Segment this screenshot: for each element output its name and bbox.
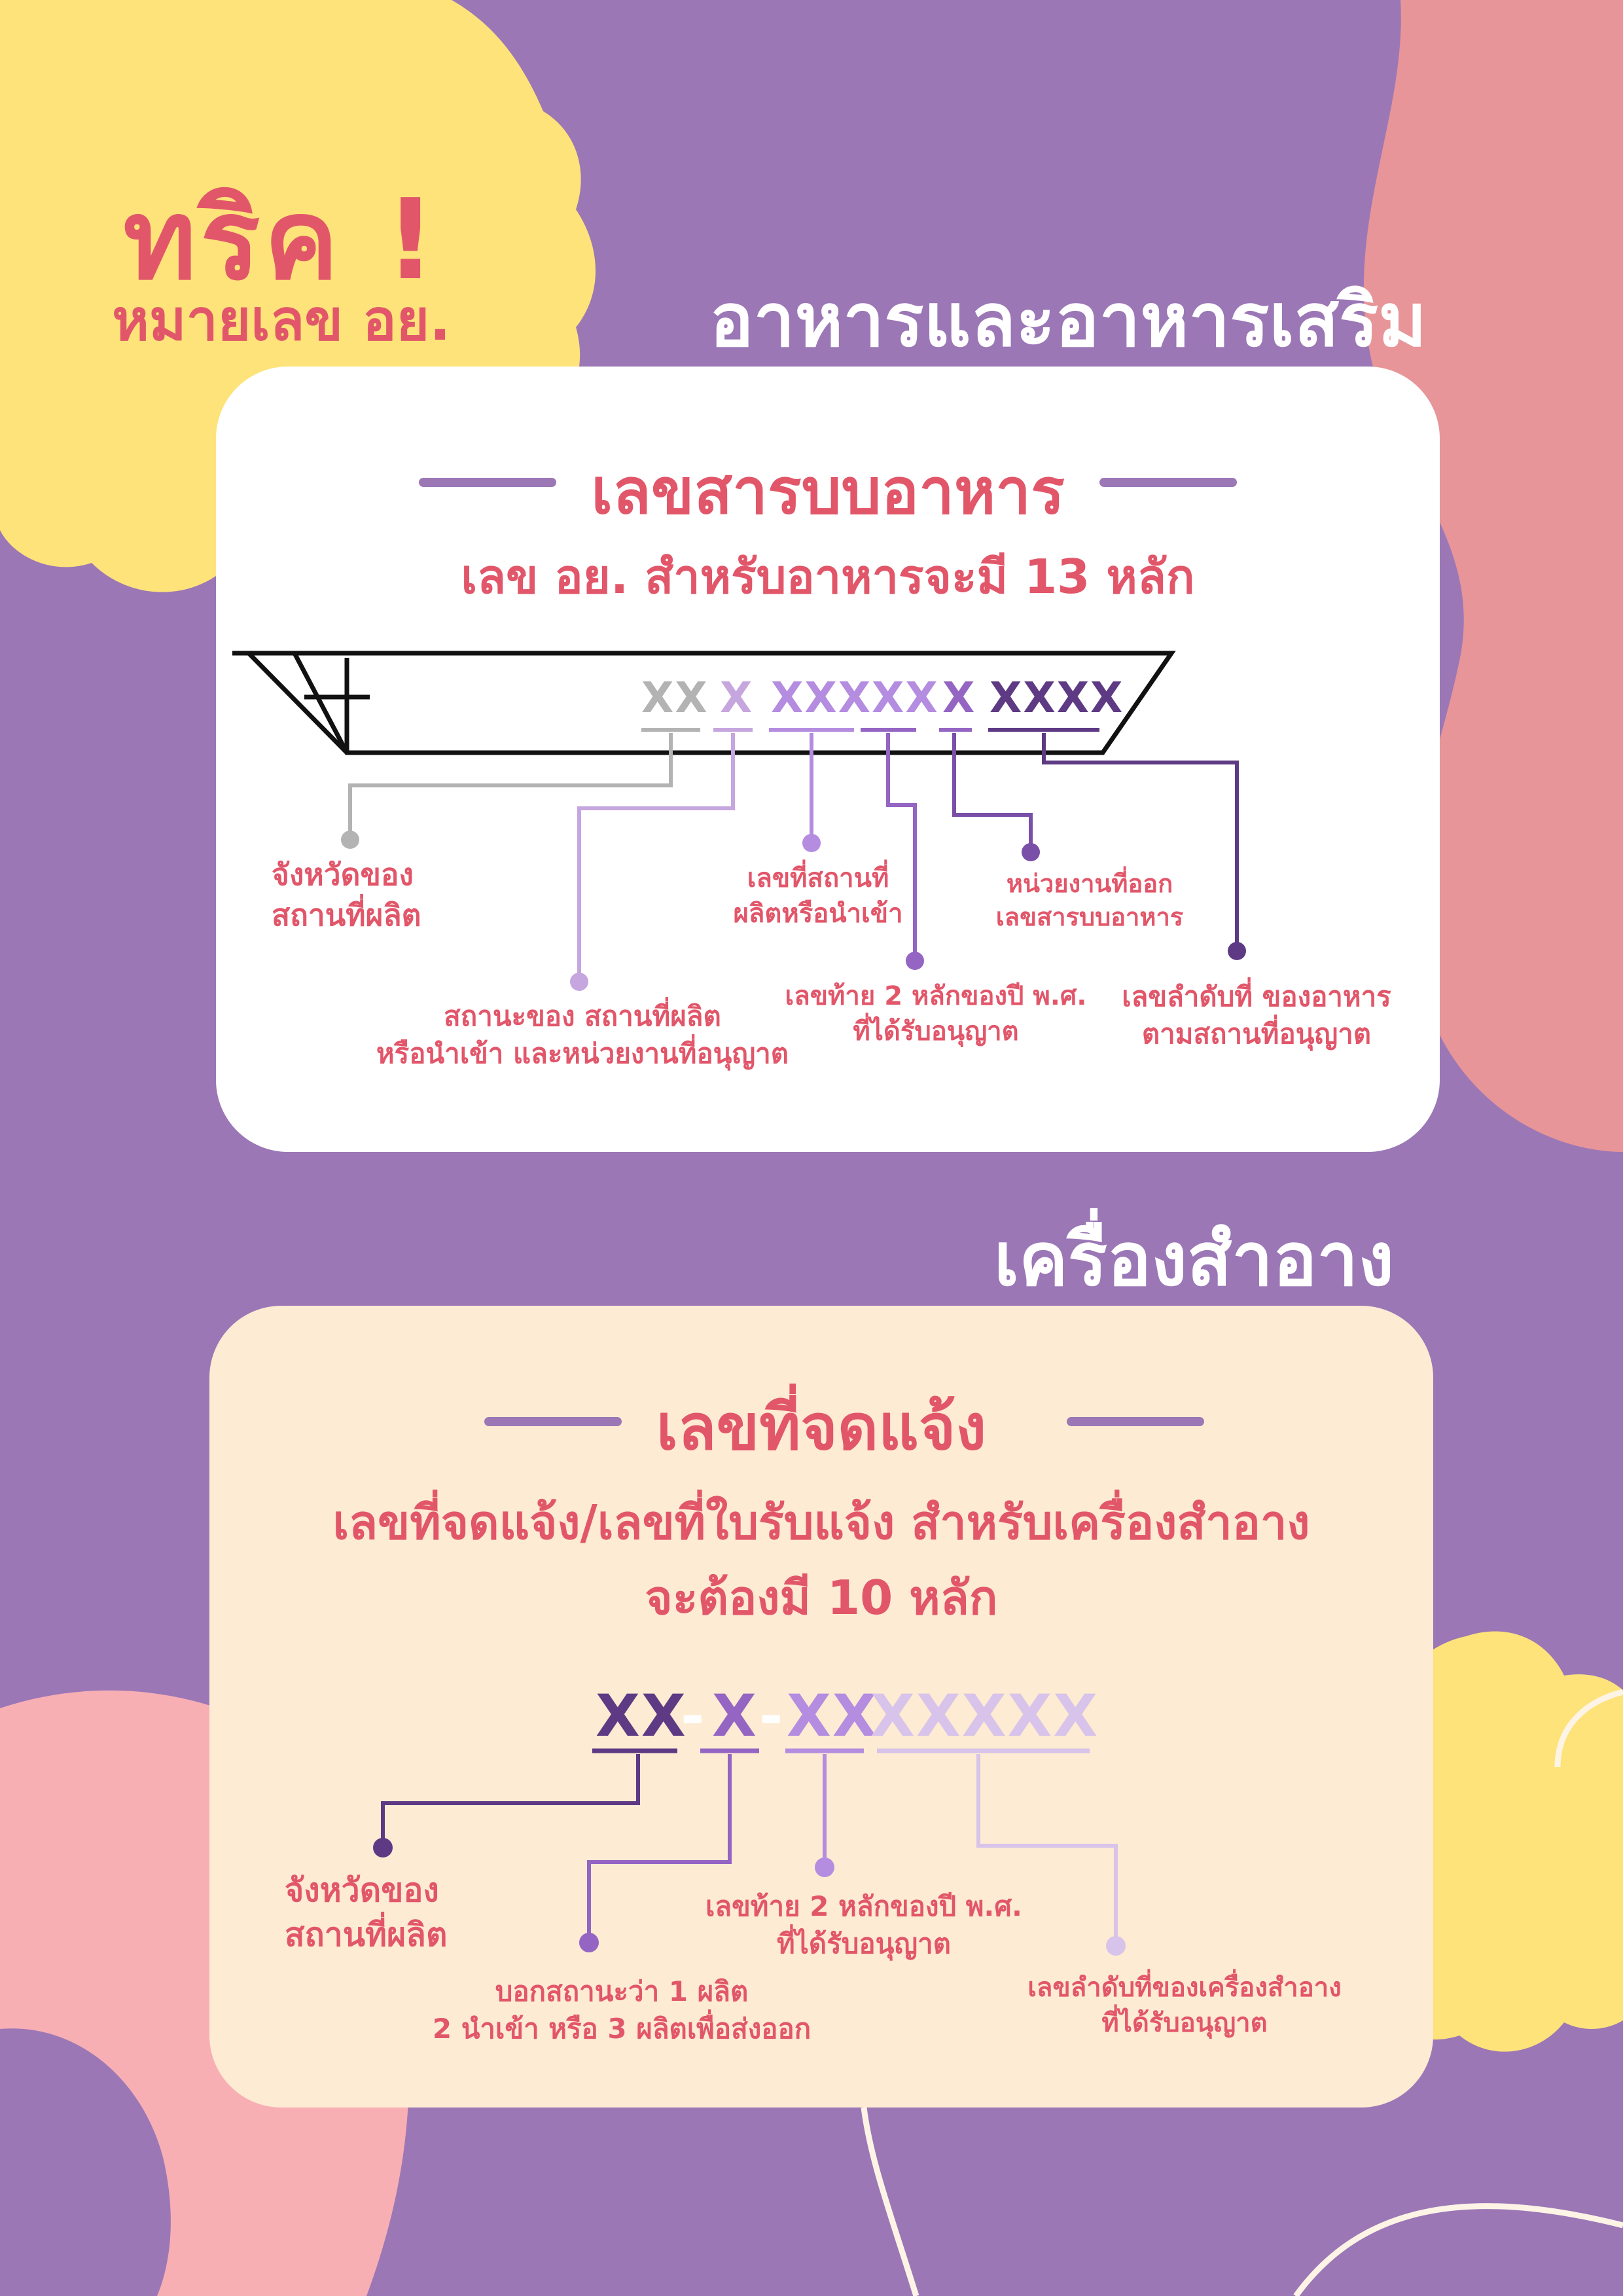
- cosmetic-code-diagram: [373, 1748, 1126, 1956]
- cos-code-year: XX: [787, 1682, 878, 1749]
- food-label-province: จังหวัดของ สถานที่ผลิต: [272, 857, 421, 933]
- cos-label-province: จังหวัดของ สถานที่ผลิต: [285, 1871, 448, 1954]
- food-label-year: เลขท้าย 2 หลักของปี พ.ศ. ที่ได้รับอนุญาต: [785, 981, 1087, 1047]
- food-label-status: สถานะของ สถานที่ผลิต หรือนำเข้า และหน่วย…: [376, 1000, 789, 1069]
- food-code-province: XX: [641, 674, 709, 723]
- food-section-heading: อาหารและอาหารเสริม: [709, 278, 1427, 363]
- title-rule-left: [419, 478, 556, 487]
- food-label-place-number: เลขที่สถานที่ ผลิตหรือนำเข้า: [733, 863, 903, 929]
- food-code-place: XXXXX: [771, 674, 939, 723]
- cos-code-dash-1: -: [681, 1682, 706, 1749]
- title-rule-right: [1067, 1417, 1204, 1426]
- cos-code-status: X: [712, 1682, 758, 1749]
- food-code-status: X: [720, 674, 754, 723]
- food-card: เลขสารบบอาหาร เลข อย. สำหรับอาหารจะมี 13…: [216, 367, 1440, 1152]
- food-card-subtitle: เลข อย. สำหรับอาหารจะมี 13 หลัก: [461, 549, 1195, 604]
- cosmetic-card-subtitle-line1: เลขที่จดแจ้ง/เลขที่ใบรับแจ้ง สำหรับเครื่…: [332, 1495, 1310, 1550]
- page-subtitle: หมายเลข อย.: [112, 288, 451, 353]
- food-code-sequence: XXXX: [990, 674, 1124, 723]
- fda-emblem-icon: [232, 651, 1176, 755]
- cosmetic-section-heading: เครื่องสำอาง: [993, 1217, 1394, 1302]
- cosmetic-card-title: เลขที่จดแจ้ง: [656, 1391, 987, 1464]
- cos-label-status: บอกสถานะว่า 1 ผลิต 2 นำเข้า หรือ 3 ผลิตเ…: [432, 1975, 812, 2045]
- food-code-agency: X: [942, 674, 976, 723]
- title-rule-left: [484, 1417, 622, 1426]
- title-rule-right: [1099, 478, 1237, 487]
- food-card-title: เลขสารบบอาหาร: [591, 455, 1065, 528]
- food-label-agency: หน่วยงานที่ออก เลขสารบบอาหาร: [995, 869, 1184, 932]
- cos-code-dash-2: -: [759, 1682, 785, 1749]
- cos-code-province: XX: [596, 1682, 687, 1749]
- food-label-sequence: เลขลำดับที่ ของอาหาร ตามสถานที่อนุญาต: [1122, 980, 1391, 1050]
- food-code-diagram: [232, 651, 1246, 991]
- cosmetic-card-subtitle-line2: จะต้องมี 10 หลัก: [645, 1570, 998, 1625]
- cos-label-sequence: เลขลำดับที่ของเครื่องสำอาง ที่ได้รับอนุญ…: [1027, 1973, 1342, 2038]
- cos-label-year: เลขท้าย 2 หลักของปี พ.ศ. ที่ได้รับอนุญาต: [705, 1890, 1022, 1960]
- page-title: ทริค !: [123, 175, 440, 305]
- cosmetic-card: เลขที่จดแจ้ง เลขที่จดแจ้ง/เลขที่ใบรับแจ้…: [209, 1306, 1433, 2108]
- cos-code-sequence: XXXXX: [870, 1682, 1099, 1749]
